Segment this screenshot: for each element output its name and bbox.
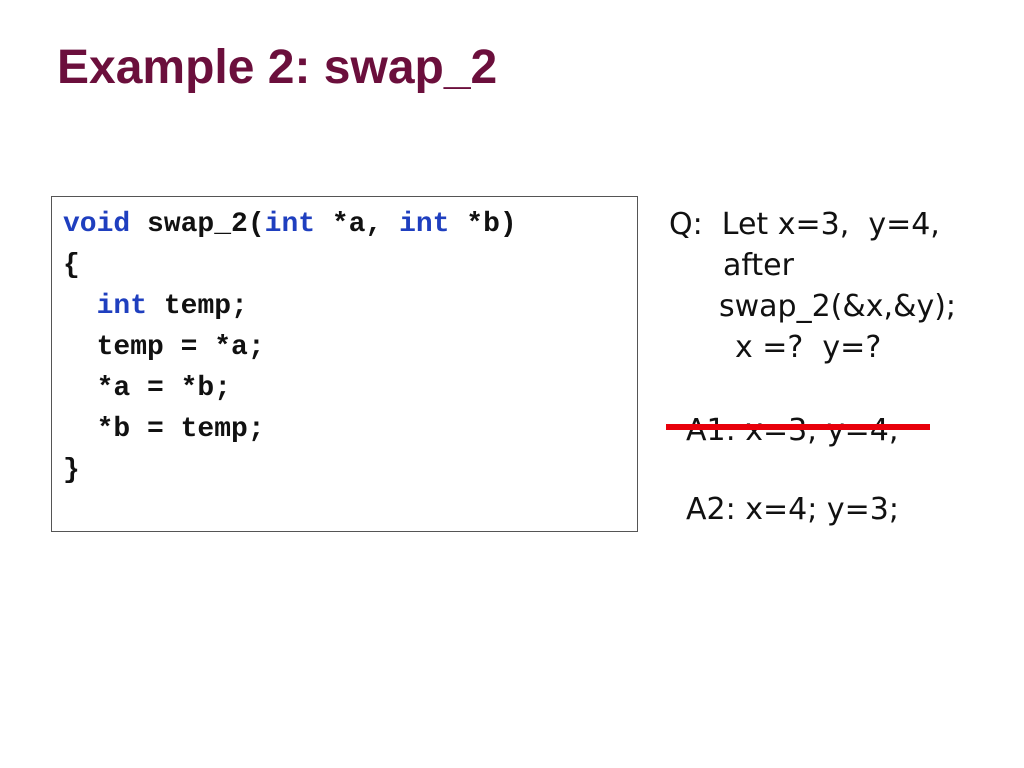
question-line-3: swap_2(&x,&y); (719, 289, 957, 324)
code-line-7: } (63, 455, 80, 486)
question-line-2: after (723, 248, 794, 283)
function-name: swap_2( (130, 209, 265, 240)
code-indent (63, 291, 97, 322)
code-line-6: *b = temp; (63, 414, 265, 445)
question-line-4: x =? y=? (735, 330, 882, 365)
code-block: void swap_2(int *a, int *b) { int temp; … (51, 196, 638, 532)
code-line-1: void swap_2(int *a, int *b) (63, 211, 517, 239)
code-line-3: int temp; (63, 293, 248, 321)
keyword-int-a: int (264, 209, 316, 240)
code-line-5: *a = *b; (63, 373, 232, 404)
code-line-4: temp = *a; (63, 332, 265, 363)
question-line-1: Q: Let x=3, y=4, (669, 207, 940, 242)
keyword-int-b: int (399, 209, 450, 240)
keyword-int-temp: int (96, 291, 148, 322)
answer-a1-wrong: A1: x=3; y=4; (686, 413, 899, 448)
temp-declaration: temp; (147, 291, 248, 322)
keyword-void: void (63, 209, 131, 240)
strikethrough-line (666, 424, 930, 430)
param-b: *b) (449, 209, 517, 240)
param-a: *a, (315, 209, 400, 240)
code-line-2: { (63, 250, 80, 281)
answer-a2-correct: A2: x=4; y=3; (686, 492, 899, 527)
slide-title: Example 2: swap_2 (57, 41, 498, 94)
